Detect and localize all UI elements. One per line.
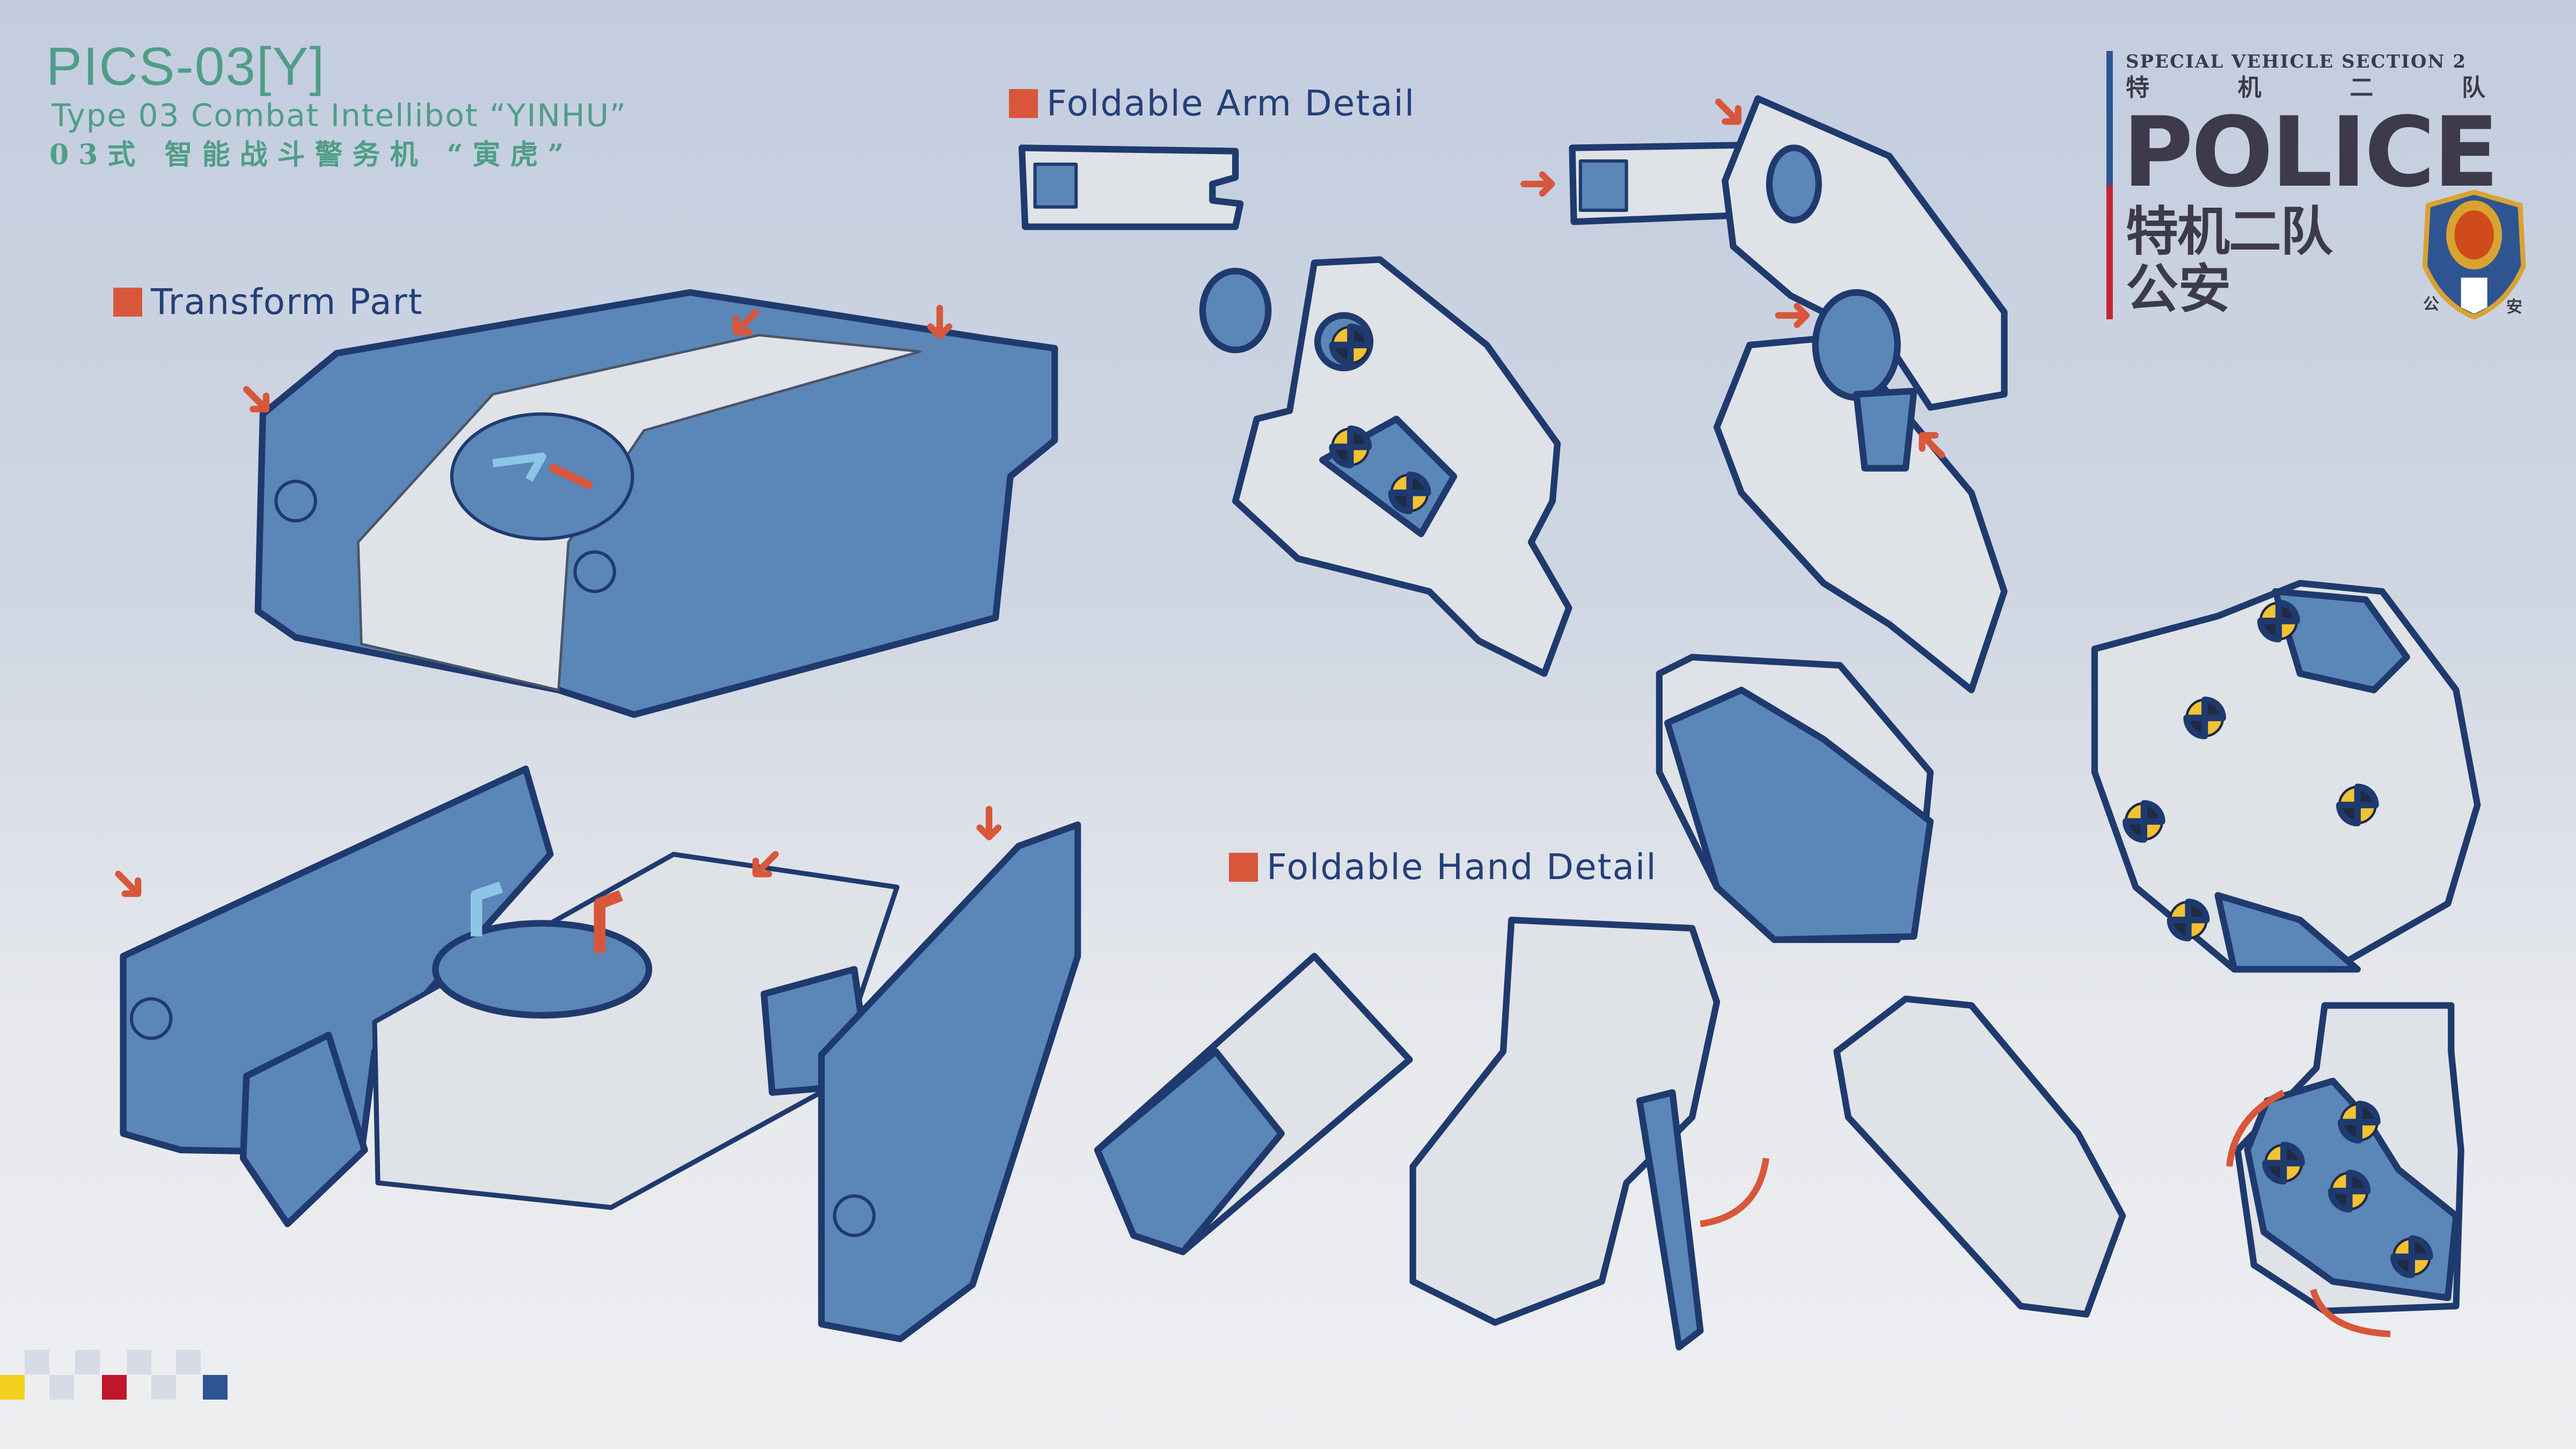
section-hand-detail: Foldable Hand Detail — [1229, 847, 1657, 888]
logo-char: 特 — [2126, 74, 2149, 101]
section-transform-part: Transform Part — [113, 282, 423, 323]
logo-cn-unit: 特机二队 — [2126, 201, 2333, 262]
swatch — [203, 1375, 228, 1400]
police-logo: SPECIAL VEHICLE SECTION 2 特 机 二 队 POLICE… — [2106, 51, 2536, 322]
swatch — [102, 1375, 127, 1400]
transform-part-open — [120, 765, 1081, 1343]
badge-label-left: 公 — [2423, 295, 2439, 314]
logo-cn-agency: 公安 — [2126, 258, 2231, 320]
logo-char: 二 — [2350, 74, 2374, 101]
section-label: Foldable Arm Detail — [1046, 83, 1416, 124]
section-marker-icon — [1009, 89, 1038, 118]
logo-cn-spaced: 特 机 二 队 — [2126, 75, 2485, 101]
chinese-title: 03式 智能战斗警务机 “寅虎” — [49, 138, 574, 171]
logo-english: SPECIAL VEHICLE SECTION 2 — [2126, 51, 2467, 72]
swatch — [176, 1350, 201, 1374]
swatch — [49, 1375, 74, 1400]
swatch — [25, 1350, 49, 1374]
section-marker-icon — [1229, 853, 1258, 882]
logo-bar-red — [2106, 185, 2113, 319]
hand-detail — [1094, 580, 2481, 1351]
logo-char: 队 — [2461, 74, 2485, 101]
police-badge — [2422, 189, 2526, 320]
section-marker-icon — [113, 288, 142, 317]
page-title: PICS-03[Y] — [46, 36, 326, 97]
swatch — [0, 1375, 25, 1400]
swatch — [75, 1350, 100, 1374]
transform-part-closed — [254, 289, 1058, 718]
logo-char: 机 — [2237, 74, 2262, 101]
logo-bar-blue — [2106, 51, 2113, 185]
direction-arrows — [118, 102, 2391, 1337]
section-label: Foldable Hand Detail — [1267, 846, 1657, 888]
section-arm-detail: Foldable Arm Detail — [1009, 83, 1415, 124]
logo-police-word: POLICE — [2123, 97, 2499, 209]
section-label: Transform Part — [151, 281, 423, 323]
badge-label-right: 安 — [2506, 298, 2522, 317]
swatch — [127, 1350, 151, 1374]
arm-detail — [1018, 95, 2008, 693]
swatch — [151, 1375, 176, 1400]
page-subtitle: Type 03 Combat Intellibot “YINHU” — [52, 97, 627, 134]
